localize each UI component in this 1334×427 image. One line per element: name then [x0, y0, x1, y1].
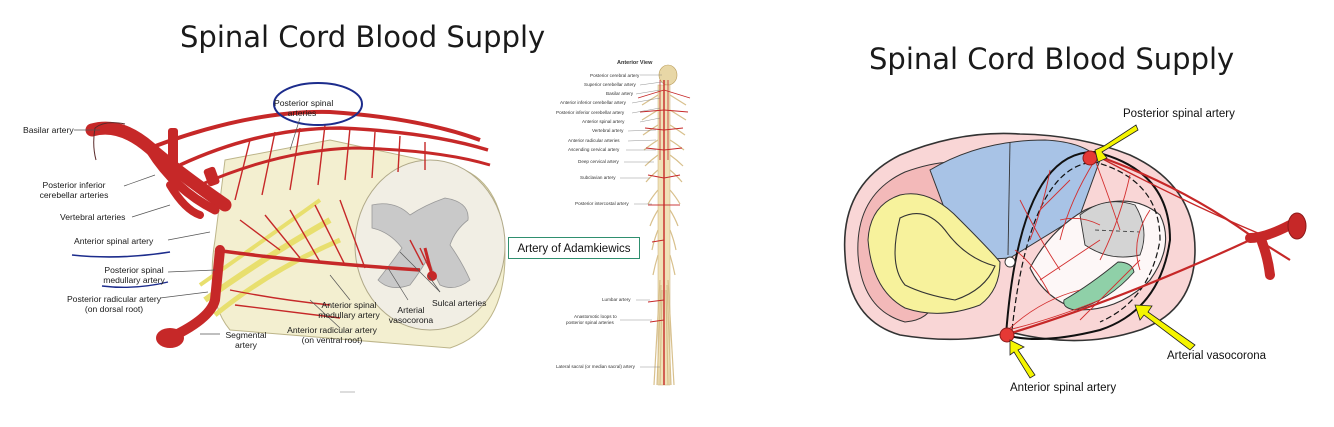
anterior-spinal-artery-dot [999, 327, 1015, 343]
label-arterial-vasocorona-right: Arterial vasocorona [1167, 350, 1267, 362]
yellow-region [867, 193, 1001, 314]
gray-matter [371, 197, 471, 288]
label-segmental-artery: Segmental artery [225, 330, 267, 350]
mid-label-15: posterior spinal arteries [566, 320, 614, 325]
label-pica: Posterior inferior cerebellar arteries [39, 180, 109, 200]
mid-label-3: Basilar artery [606, 91, 634, 96]
label-posterior-spinal-medullary: Posterior spinal medullary artery [103, 265, 165, 285]
mid-label-1: Posterior cerebral artery [590, 73, 640, 78]
mid-label-11: Subclavian artery [580, 175, 616, 180]
mid-label-16: Lateral sacral (or median sacral) artery [556, 364, 635, 369]
mid-label-7: Vertebral artery [592, 128, 624, 133]
mid-label-5: Posterior inferior cerebellar artery [556, 110, 625, 115]
label-anterior-spinal-artery-right: Anterior spinal artery [1010, 382, 1117, 394]
posterior-spinal-artery-dot [1082, 150, 1098, 166]
label-vertebral-arteries: Vertebral arteries [60, 212, 126, 222]
label-posterior-radicular: Posterior radicular artery (on dorsal ro… [66, 294, 162, 314]
vertebral-artery-2 [166, 181, 204, 219]
right-title: Spinal Cord Blood Supply [869, 42, 1235, 76]
arrow-posterior-spinal [1094, 124, 1139, 163]
arrow-anterior-spinal [1009, 339, 1036, 379]
label-anterior-spinal-artery: Anterior spinal artery [74, 236, 154, 246]
anterior-view-heading: Anterior View [617, 60, 653, 66]
label-anterior-radicular: Anterior radicular artery (on ventral ro… [287, 325, 377, 345]
label-posterior-spinal-artery-right: Posterior spinal artery [1123, 108, 1235, 120]
mid-label-12: Posterior intercostal artery [575, 201, 629, 206]
left-title: Spinal Cord Blood Supply [180, 20, 546, 54]
handwritten-underline-1 [71, 251, 171, 258]
label-arterial-vasocorona-left: Arterial vasocorona [388, 305, 434, 325]
label-sulcal-arteries: Sulcal arteries [432, 298, 487, 308]
label-posterior-spinal-arteries: Posterior spinal arteries [274, 98, 334, 118]
mid-label-2: Superior cerebellar artery [584, 82, 636, 87]
mid-label-4: Anterior inferior cerebellar artery [560, 100, 626, 105]
handwritten-circle [273, 82, 363, 126]
handwritten-underline-2 [101, 281, 169, 289]
vertebral-artery-1 [145, 145, 220, 215]
label-basilar-artery: Basilar artery [23, 125, 74, 135]
arrow-vasocorona [1134, 304, 1196, 351]
mid-label-6: Anterior spinal artery [582, 119, 625, 124]
mid-label-9: Ascending cervical artery [568, 147, 620, 152]
external-artery [1094, 153, 1291, 261]
mid-label-8: Anterior radicular arteries [568, 138, 620, 143]
label-anterior-spinal-medullary: Anterior spinal medullary artery [318, 300, 380, 320]
artery-of-adamkiewics-callout: Artery of Adamkiewics [508, 237, 640, 259]
mid-label-10: Deep cervical artery [578, 159, 619, 164]
green-region [1063, 261, 1135, 311]
mid-label-14: Anastomotic loops to [574, 314, 617, 319]
mid-label-13: Lumbar artery [602, 297, 631, 302]
